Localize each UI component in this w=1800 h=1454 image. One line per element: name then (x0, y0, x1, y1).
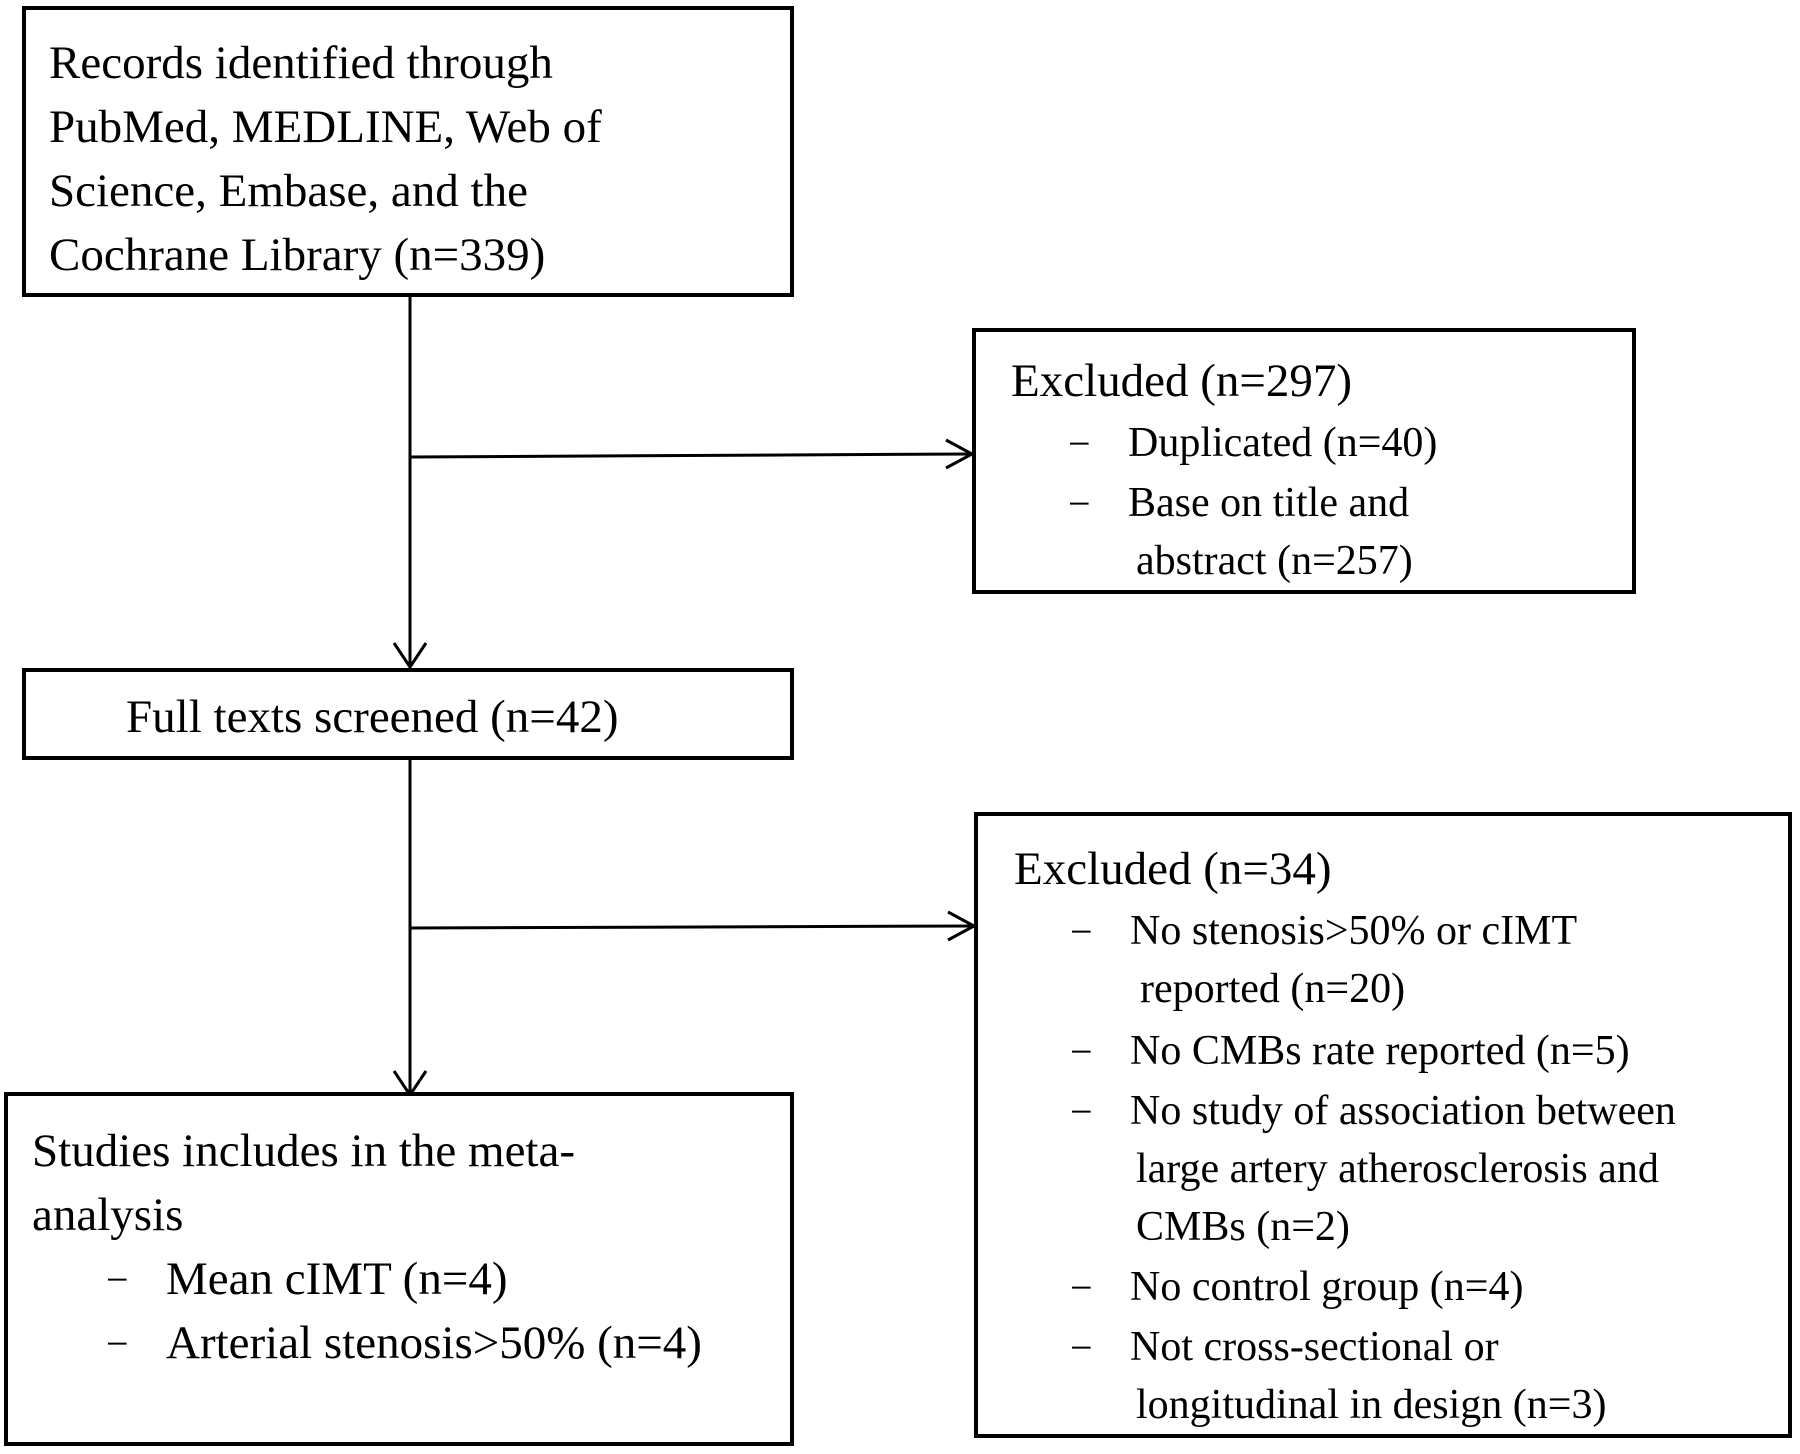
records-line-1: Records identified through (49, 37, 553, 89)
excluded-2-title: Excluded (n=34) (1014, 843, 1332, 895)
excluded-2-item-1-line-1: No stenosis>50% or cIMT (1130, 908, 1578, 954)
bullet-dash: − (1070, 909, 1093, 954)
records-line-2: PubMed, MEDLINE, Web of (49, 101, 602, 153)
included-item-1: Mean cIMT (n=4) (166, 1253, 508, 1305)
excluded-2-item-5-line-2: longitudinal in design (n=3) (1136, 1382, 1607, 1428)
branch-connector-2 (409, 924, 973, 930)
excluded-2-item-1-line-2: reported (n=20) (1140, 966, 1406, 1012)
excluded-2-item-3-line-2: large artery atherosclerosis and (1136, 1146, 1659, 1192)
bullet-dash: − (1070, 1029, 1093, 1074)
bullet-dash: − (1070, 1089, 1093, 1134)
excluded-1-item-1: Duplicated (n=40) (1128, 420, 1438, 466)
included-line-2: analysis (32, 1189, 184, 1241)
excluded-2-item-2: No CMBs rate reported (n=5) (1130, 1028, 1630, 1074)
bullet-dash: − (1068, 421, 1091, 466)
studies-included-box: Studies includes in the meta- analysis −… (4, 1092, 794, 1446)
branch-connector-1 (409, 452, 971, 459)
records-line-4: Cochrane Library (n=339) (49, 229, 546, 281)
bullet-dash: − (106, 1321, 129, 1366)
excluded-box-1: Excluded (n=297) − Duplicated (n=40) − B… (972, 328, 1636, 594)
excluded-1-item-2-line-2: abstract (n=257) (1136, 538, 1413, 584)
bullet-dash: − (1070, 1265, 1093, 1310)
excluded-box-2: Excluded (n=34) − No stenosis>50% or cIM… (974, 812, 1792, 1438)
records-line-3: Science, Embase, and the (49, 165, 528, 217)
records-identified-box: Records identified through PubMed, MEDLI… (22, 6, 794, 297)
fulltext-screened-box: Full texts screened (n=42) (22, 668, 794, 760)
excluded-2-item-3-line-1: No study of association between (1130, 1088, 1676, 1134)
excluded-1-title: Excluded (n=297) (1011, 355, 1353, 407)
arrowhead-down-1 (392, 642, 428, 670)
bullet-dash: − (1068, 481, 1091, 526)
fulltext-label: Full texts screened (n=42) (126, 691, 619, 743)
excluded-2-item-4: No control group (n=4) (1130, 1264, 1524, 1310)
excluded-2-item-3-line-3: CMBs (n=2) (1136, 1204, 1350, 1250)
excluded-2-item-5-line-1: Not cross-sectional or (1130, 1324, 1499, 1370)
included-item-2: Arterial stenosis>50% (n=4) (166, 1317, 702, 1369)
bullet-dash: − (1070, 1325, 1093, 1370)
included-line-1: Studies includes in the meta- (32, 1125, 576, 1177)
excluded-1-item-2-line-1: Base on title and (1128, 480, 1410, 526)
bullet-dash: − (106, 1257, 129, 1302)
